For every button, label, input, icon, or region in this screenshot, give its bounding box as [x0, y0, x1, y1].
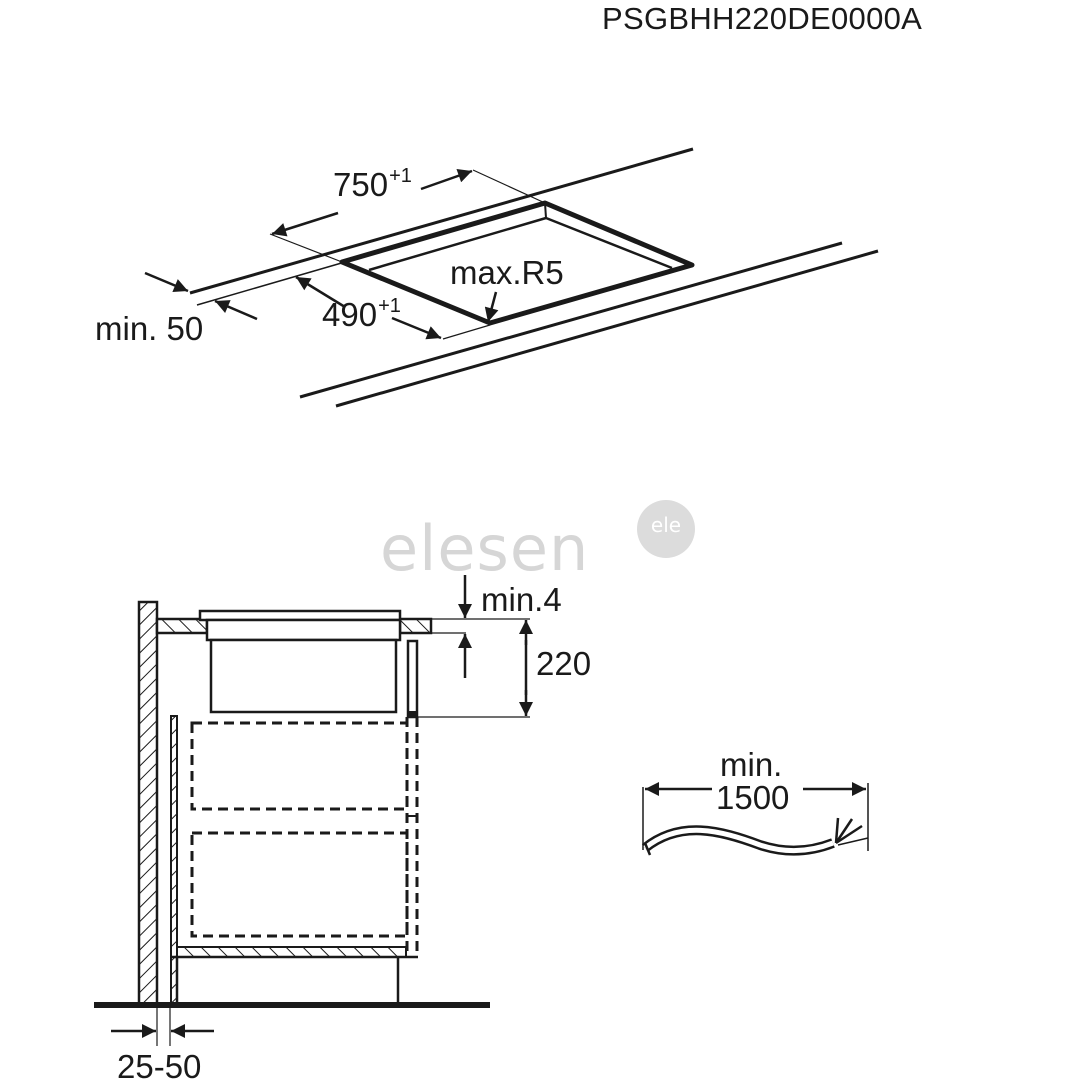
- wall: [137, 600, 159, 1006]
- width-arrow-left: [271, 211, 339, 237]
- top-view: [144, 147, 879, 408]
- watermark-text: elesen: [380, 512, 590, 585]
- edge-offset-line: [196, 261, 346, 306]
- depth-220-label: 220: [536, 645, 592, 682]
- watermark-badge-icon: ele: [637, 500, 695, 558]
- front-panel: [406, 639, 419, 719]
- hob-frame: [205, 618, 402, 642]
- edge-distance-label: min. 50: [95, 310, 204, 347]
- worktop-front-edge-bottom: [335, 249, 879, 408]
- width-tolerance: +1: [389, 165, 412, 187]
- hob-glass: [198, 609, 402, 622]
- cutout-outline: [339, 200, 695, 326]
- cable-length-label-line1: min.: [720, 746, 783, 783]
- edge-arrow-bottom: [214, 299, 258, 321]
- corner-radius-label: max.R5: [450, 254, 564, 291]
- wire-end: [834, 817, 840, 844]
- cable-detail: [641, 782, 869, 856]
- side-view: [94, 575, 533, 1046]
- cutout-depth-label: 490+1: [322, 295, 401, 333]
- edge-arrow-top: [144, 271, 189, 293]
- drawer-upper: [190, 721, 409, 811]
- cutout-width-label: 750+1: [333, 165, 412, 203]
- drawer-lower: [190, 831, 409, 938]
- depth-tolerance: +1: [378, 295, 401, 317]
- depth-arrow-up: [295, 275, 346, 309]
- worktop-front-edge-top: [299, 241, 843, 399]
- cable-length-label-line2: 1500: [716, 779, 790, 816]
- radius-arrow: [484, 291, 499, 323]
- cutout-inner-back: [368, 216, 547, 272]
- model-number: PSGBHH220DE0000A: [602, 1, 923, 36]
- cabinet-bottom: [176, 946, 407, 958]
- gap-above-label: min.4: [481, 581, 562, 618]
- cutout-inner-right: [545, 216, 673, 270]
- worktop-right: [398, 617, 433, 635]
- depth-arrow-down: [391, 316, 442, 340]
- wall-distance-label: 25-50: [117, 1048, 202, 1085]
- hob-body: [209, 638, 398, 714]
- width-arrow-right: [420, 169, 473, 191]
- worktop-back-edge: [189, 147, 694, 295]
